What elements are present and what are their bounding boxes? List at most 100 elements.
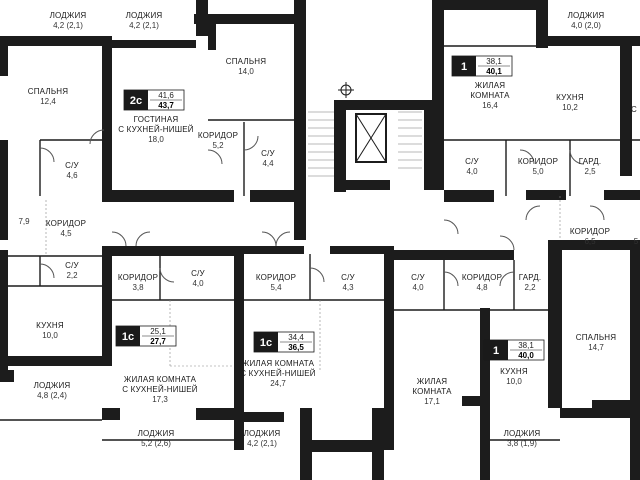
badge-living-area: 34,4 [288, 333, 304, 342]
badge-total-area: 40,1 [486, 67, 502, 76]
badge-living-area: 25,1 [150, 327, 166, 336]
room-name: ЛОДЖИЯ [50, 11, 87, 20]
apartment-badge: 1 38,140,0 [483, 339, 545, 361]
badge-room-count-box [484, 340, 508, 360]
room-name: КОРИДОР [118, 273, 158, 282]
room-name: КОРИДОР [570, 227, 610, 236]
badge-total-area: 43,7 [158, 101, 174, 110]
room-name: ЖИЛАЯ [417, 377, 448, 386]
room-area: 24,7 [270, 379, 286, 388]
room-name: С КУХНЕЙ-НИШЕЙ [118, 125, 193, 134]
room-area: 4,3 [342, 283, 354, 292]
room-area: 14,0 [238, 67, 254, 76]
room-area: 3,8 [132, 283, 144, 292]
room-name: КОРИДОР [518, 157, 558, 166]
room-area: 5,2 (2,6) [141, 439, 171, 448]
partitions [0, 45, 640, 441]
room-name: СПАЛЬНЯ [28, 87, 69, 96]
edge-label-number: 5 [634, 237, 639, 246]
room-name: ГАРД. [579, 157, 602, 166]
room-name: ЖИЛАЯ [475, 81, 506, 90]
room-name: КОРИДОР [462, 273, 502, 282]
apartment-badge: 2с 41,643,7 [123, 89, 185, 111]
room-name: КОМНАТА [412, 387, 452, 396]
edge-labels: 7,9 С 5 [18, 105, 638, 246]
room-name: С/У [411, 273, 425, 282]
room-name: КОРИДОР [46, 219, 86, 228]
room-area: 17,1 [424, 397, 440, 406]
room-area: 4,2 (2,1) [129, 21, 159, 30]
room-name: СПАЛЬНЯ [226, 57, 267, 66]
room-area: 18,0 [148, 135, 164, 144]
room-name: С КУХНЕЙ-НИШЕЙ [122, 385, 197, 394]
room-name: С/У [65, 261, 79, 270]
room-area: 4,2 (2,1) [247, 439, 277, 448]
room-name: ЛОДЖИЯ [504, 429, 541, 438]
badge-room-count-box [124, 90, 148, 110]
room-area: 2,2 [66, 271, 78, 280]
apartment-badge: 1с 25,127,7 [115, 325, 177, 347]
room-name: С/У [65, 161, 79, 170]
room-name: ЖИЛАЯ КОМНАТА [242, 359, 315, 368]
badge-room-count: 1 [461, 61, 467, 73]
room-name: ЖИЛАЯ КОМНАТА [124, 375, 197, 384]
elevator-icon [355, 113, 387, 163]
room-area: 4,8 [476, 283, 488, 292]
room-name: ЛОДЖИЯ [138, 429, 175, 438]
edge-label-letter: С [631, 105, 637, 114]
badge-living-area: 41,6 [158, 91, 174, 100]
room-area: 5,2 [212, 141, 224, 150]
room-area: 4,5 [60, 229, 72, 238]
room-area: 10,0 [506, 377, 522, 386]
room-area: 4,0 [466, 167, 478, 176]
room-name: КОМНАТА [470, 91, 510, 100]
room-area: 2,2 [524, 283, 536, 292]
room-name: КУХНЯ [556, 93, 584, 102]
edge-label-area: 7,9 [18, 217, 30, 226]
badge-room-count-box [452, 56, 476, 76]
room-area: 16,4 [482, 101, 498, 110]
room-area: 10,0 [42, 331, 58, 340]
room-name: ЛОДЖИЯ [568, 11, 605, 20]
room-name: ЛОДЖИЯ [244, 429, 281, 438]
room-name: КУХНЯ [500, 367, 528, 376]
room-area: 12,4 [40, 97, 56, 106]
room-area: 4,0 (2,0) [571, 21, 601, 30]
badge-room-count-box [254, 332, 278, 352]
badge-room-count: 1с [122, 331, 134, 343]
badge-room-count: 1с [260, 337, 272, 349]
room-area: 4,0 [192, 279, 204, 288]
room-name: С/У [261, 149, 275, 158]
badge-living-area: 38,1 [518, 341, 534, 350]
room-name: ЛОДЖИЯ [126, 11, 163, 20]
room-area: 4,8 (2,4) [37, 391, 67, 400]
room-area: 4,6 [66, 171, 78, 180]
room-area: 2,5 [584, 167, 596, 176]
room-name: КУХНЯ [36, 321, 64, 330]
room-area: 4,2 (2,1) [53, 21, 83, 30]
badge-total-area: 40,0 [518, 351, 534, 360]
badge-room-count: 2с [130, 95, 142, 107]
room-area: 10,2 [562, 103, 578, 112]
badge-room-count: 1 [493, 345, 499, 357]
compass-icon [338, 82, 354, 98]
room-name: КОРИДОР [256, 273, 296, 282]
room-area: 17,3 [152, 395, 168, 404]
badge-room-count-box [116, 326, 140, 346]
room-area: 4,0 [412, 283, 424, 292]
room-name: С/У [191, 269, 205, 278]
room-name: С/У [465, 157, 479, 166]
room-area: 4,4 [262, 159, 274, 168]
badge-living-area: 38,1 [486, 57, 502, 66]
room-area: 3,8 (1,9) [507, 439, 537, 448]
badge-total-area: 27,7 [150, 337, 166, 346]
staircase [308, 111, 422, 177]
room-name: ГАРД. [519, 273, 542, 282]
room-area: 5,0 [532, 167, 544, 176]
room-area: 6,5 [584, 237, 596, 246]
